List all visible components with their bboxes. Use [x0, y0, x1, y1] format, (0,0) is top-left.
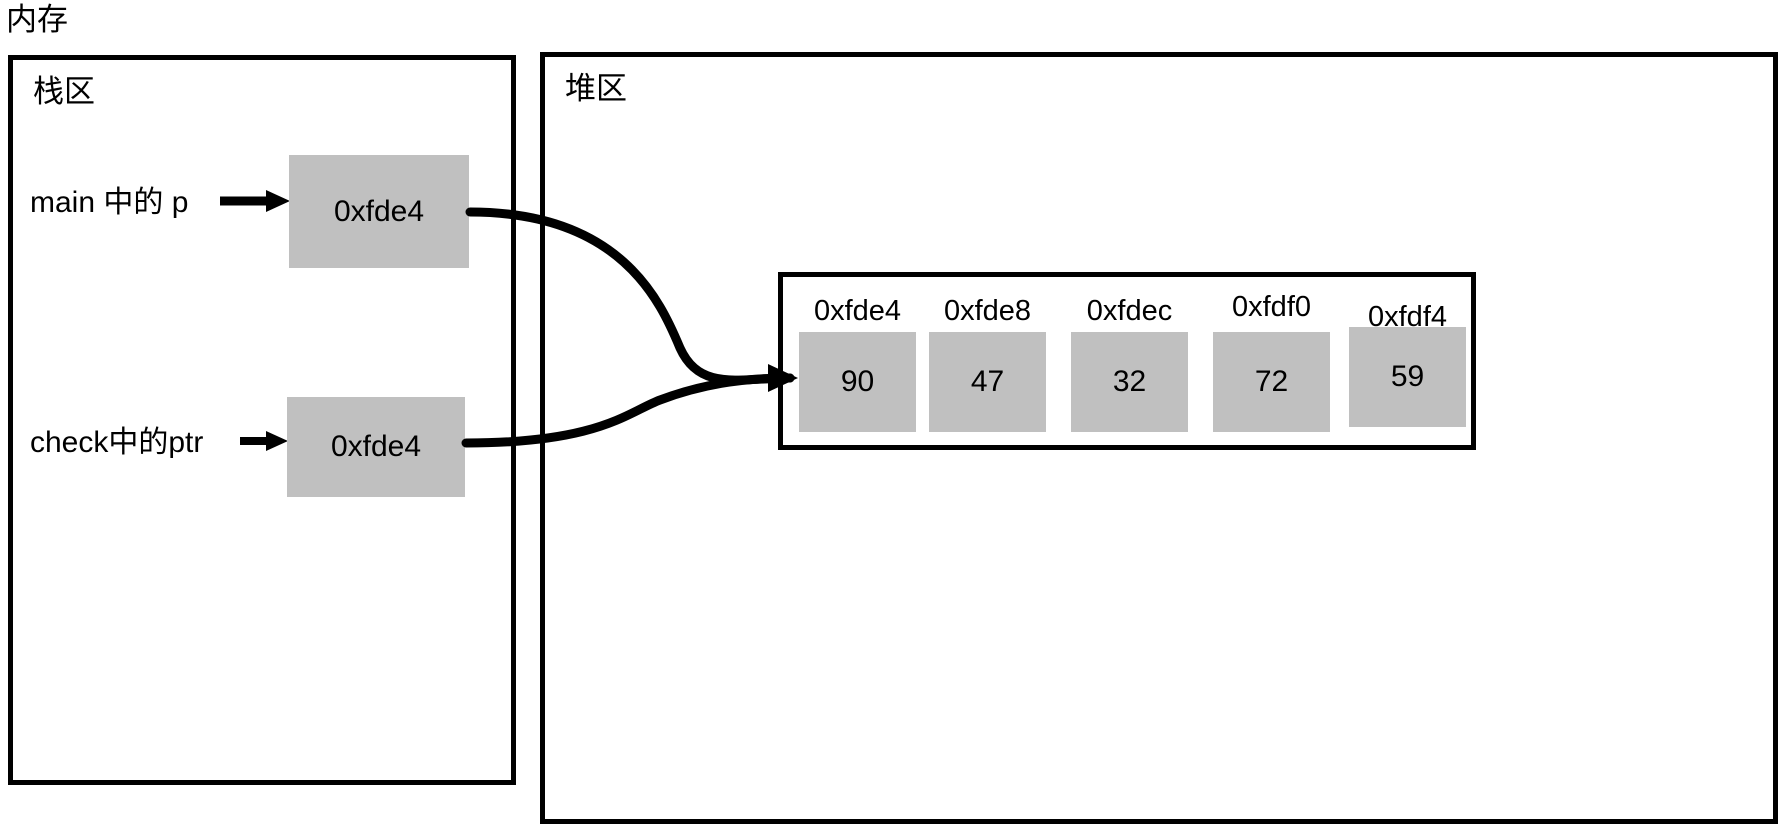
heap-array-box: 0xfde4 90 0xfde8 47 0xfdec 32 0xfdf0 72 …: [778, 272, 1476, 450]
heap-slot-address: 0xfdec: [1086, 295, 1173, 327]
heap-slot-address: 0xfdf4: [1368, 301, 1447, 333]
heap-slot-value: 90: [799, 332, 916, 432]
heap-array-slot: 0xfde8 47: [929, 294, 1046, 432]
stack-cell-check-ptr-value: 0xfde4: [330, 430, 422, 463]
heap-slot-value: 47: [929, 332, 1046, 432]
heap-array-slot: 0xfde4 90: [799, 294, 916, 432]
stack-region-title: 栈区: [33, 74, 95, 109]
page-title: 内存: [6, 2, 68, 37]
heap-slot-value: 72: [1213, 332, 1330, 432]
heap-region-title: 堆区: [565, 71, 627, 106]
stack-variable-label-main-p: main 中的 p: [30, 186, 189, 219]
heap-array-slot: 0xfdf0 72: [1213, 291, 1330, 432]
right-arrow-icon: [240, 431, 288, 451]
heap-array-slot: 0xfdf4 59: [1349, 294, 1466, 427]
stack-cell-main-p-value: 0xfde4: [333, 194, 425, 228]
heap-slot-address: 0xfde4: [813, 295, 902, 327]
heap-array-slot: 0xfdec 32: [1071, 294, 1188, 432]
stack-variable-label-check-ptr: check中的ptr: [30, 426, 204, 459]
heap-slot-value: 32: [1071, 332, 1188, 432]
stack-cell-main-p: 0xfde4: [289, 155, 469, 268]
heap-slot-value: 59: [1349, 327, 1466, 427]
stack-cell-check-ptr: 0xfde4: [287, 397, 465, 497]
heap-slot-address: 0xfdf0: [1232, 291, 1311, 323]
heap-slot-address: 0xfde8: [943, 295, 1032, 327]
right-arrow-icon: [220, 190, 290, 212]
